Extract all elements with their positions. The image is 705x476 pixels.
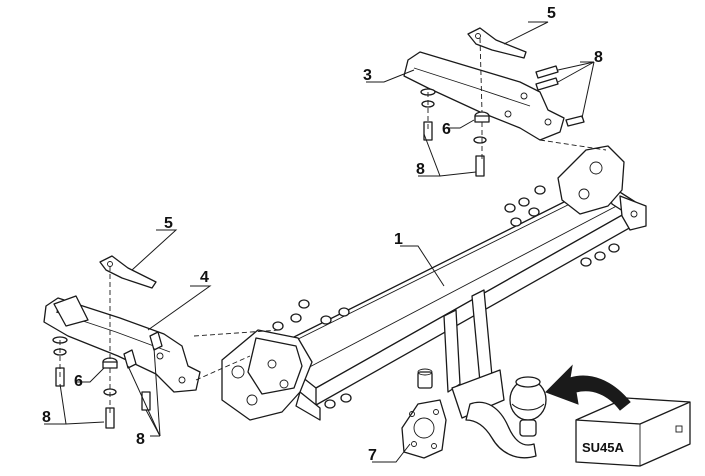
beam-left-mounting-plate <box>221 329 321 421</box>
bolt-group-left <box>123 331 163 411</box>
leader-lines <box>44 21 595 463</box>
strap-plate-left <box>99 255 157 289</box>
callout-part-1: 1 <box>394 231 403 248</box>
curved-arrow <box>545 364 631 411</box>
beam-bolt-cluster <box>417 368 433 389</box>
callout-part-6-rear: 6 <box>442 121 451 138</box>
kit-box-label: SU45A <box>582 440 625 455</box>
bolt-stack-right <box>420 88 487 177</box>
beam-fasteners <box>272 185 620 409</box>
strap-plate-right <box>467 27 527 59</box>
callout-part-5-rear: 5 <box>547 5 556 22</box>
callout-part-3: 3 <box>363 67 372 84</box>
assembly-lines <box>59 37 607 416</box>
nut-left <box>102 357 118 369</box>
callout-part-6-front: 6 <box>74 373 83 390</box>
callout-part-8-rear-top: 8 <box>594 49 603 66</box>
beam-right-mounting-plate <box>557 145 647 231</box>
callout-part-8-front-right: 8 <box>136 431 145 448</box>
bracket-right <box>403 51 565 141</box>
bracket-left <box>43 295 201 393</box>
callouts: 1 3 4 5 5 6 6 7 8 8 8 8 <box>42 5 603 464</box>
nut-right <box>474 111 490 123</box>
callout-part-8-front-left: 8 <box>42 409 51 426</box>
bolt-group-right <box>535 65 585 127</box>
callout-part-4: 4 <box>200 269 209 286</box>
ball-mount-hanger <box>443 289 505 419</box>
tow-ball-assembly <box>465 376 547 459</box>
callout-part-7: 7 <box>368 447 377 464</box>
kit-box <box>575 397 691 467</box>
callout-part-5-front: 5 <box>164 215 173 232</box>
socket-plate <box>401 399 447 459</box>
callout-part-8-rear-bottom: 8 <box>416 161 425 178</box>
